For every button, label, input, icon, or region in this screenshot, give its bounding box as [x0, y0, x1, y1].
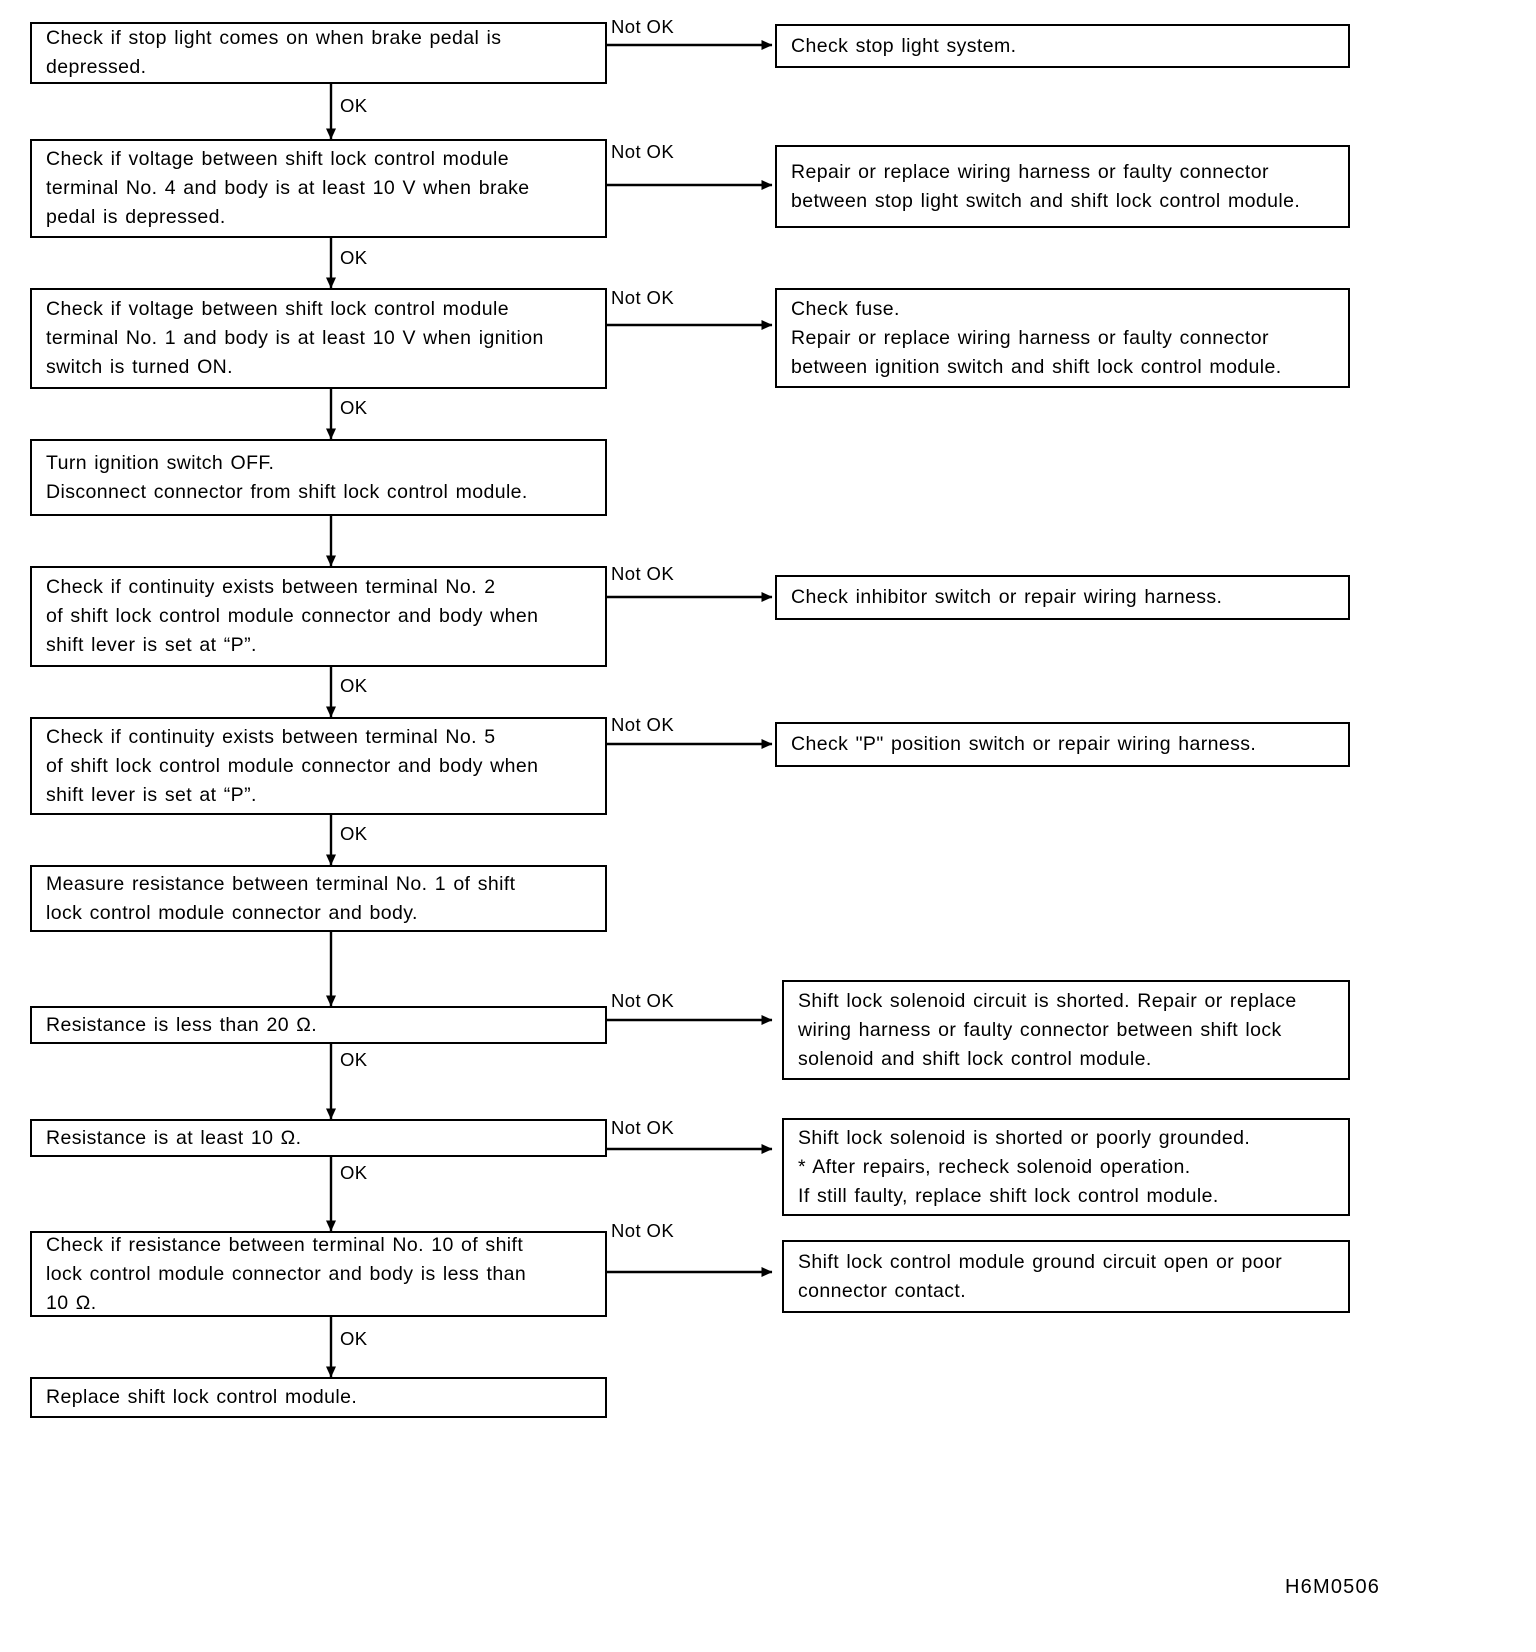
step-continuity-terminal-5-text: Check if continuity exists between termi…: [46, 725, 539, 806]
result-solenoid-shorted-grounded-text: Shift lock solenoid is shorted or poorly…: [798, 1126, 1251, 1207]
edge-label-not-ok-6: Not OK: [611, 990, 675, 1011]
step-resistance-at-least-10-text: Resistance is at least 10 Ω.: [46, 1126, 302, 1149]
result-solenoid-circuit-shorted: Shift lock solenoid circuit is shorted. …: [782, 980, 1350, 1080]
result-inhibitor-switch: Check inhibitor switch or repair wiring …: [775, 575, 1350, 620]
step-replace-module: Replace shift lock control module.: [30, 1377, 607, 1418]
edge-label-not-ok-4: Not OK: [611, 563, 675, 584]
edge-label-ok-4: OK: [340, 675, 368, 696]
edge-label-not-ok-2: Not OK: [611, 141, 675, 162]
step-voltage-terminal-4: Check if voltage between shift lock cont…: [30, 139, 607, 238]
result-stop-light-system: Check stop light system.: [775, 24, 1350, 68]
step-resistance-terminal-10-text: Check if resistance between terminal No.…: [46, 1233, 527, 1314]
step-resistance-less-than-20-text: Resistance is less than 20 Ω.: [46, 1013, 318, 1036]
step-continuity-terminal-2-text: Check if continuity exists between termi…: [46, 576, 539, 656]
result-p-position-switch-text: Check "P" position switch or repair wiri…: [791, 733, 1257, 755]
result-harness-stop-light-switch: Repair or replace wiring harness or faul…: [775, 145, 1350, 228]
step-voltage-terminal-1-text: Check if voltage between shift lock cont…: [46, 298, 544, 378]
result-check-fuse: Check fuse. Repair or replace wiring har…: [775, 288, 1350, 388]
step-measure-resistance-terminal-1-text: Measure resistance between terminal No. …: [46, 872, 516, 924]
step-stop-light: Check if stop light comes on when brake …: [30, 22, 607, 84]
edge-label-ok-8: OK: [340, 1328, 368, 1349]
step-stop-light-text: Check if stop light comes on when brake …: [46, 27, 502, 78]
edge-label-not-ok-1: Not OK: [611, 16, 675, 37]
edge-label-not-ok-8: Not OK: [611, 1220, 675, 1241]
result-ground-circuit-open: Shift lock control module ground circuit…: [782, 1240, 1350, 1313]
step-turn-ignition-off-text: Turn ignition switch OFF. Disconnect con…: [46, 451, 528, 503]
step-continuity-terminal-5: Check if continuity exists between termi…: [30, 717, 607, 815]
edge-label-ok-1: OK: [340, 95, 368, 116]
edge-label-ok-6: OK: [340, 1049, 368, 1070]
result-p-position-switch: Check "P" position switch or repair wiri…: [775, 722, 1350, 767]
edge-label-ok-3: OK: [340, 397, 368, 418]
edge-label-not-ok-7: Not OK: [611, 1117, 675, 1138]
figure-code: H6M0506: [1285, 1576, 1381, 1598]
step-resistance-less-than-20: Resistance is less than 20 Ω.: [30, 1006, 607, 1044]
step-continuity-terminal-2: Check if continuity exists between termi…: [30, 566, 607, 667]
step-voltage-terminal-4-text: Check if voltage between shift lock cont…: [46, 148, 530, 228]
step-replace-module-text: Replace shift lock control module.: [46, 1386, 358, 1408]
step-measure-resistance-terminal-1: Measure resistance between terminal No. …: [30, 865, 607, 932]
edge-label-ok-2: OK: [340, 247, 368, 268]
result-solenoid-circuit-shorted-text: Shift lock solenoid circuit is shorted. …: [798, 989, 1297, 1070]
edge-label-not-ok-3: Not OK: [611, 287, 675, 308]
result-ground-circuit-open-text: Shift lock control module ground circuit…: [798, 1250, 1283, 1302]
result-inhibitor-switch-text: Check inhibitor switch or repair wiring …: [791, 586, 1223, 608]
step-voltage-terminal-1: Check if voltage between shift lock cont…: [30, 288, 607, 389]
result-check-fuse-text: Check fuse. Repair or replace wiring har…: [791, 297, 1282, 378]
edge-label-ok-7: OK: [340, 1162, 368, 1183]
step-resistance-at-least-10: Resistance is at least 10 Ω.: [30, 1119, 607, 1157]
result-harness-stop-light-switch-text: Repair or replace wiring harness or faul…: [791, 160, 1301, 212]
step-turn-ignition-off: Turn ignition switch OFF. Disconnect con…: [30, 439, 607, 516]
edge-label-ok-5: OK: [340, 823, 368, 844]
result-stop-light-system-text: Check stop light system.: [791, 34, 1017, 57]
edge-label-not-ok-5: Not OK: [611, 714, 675, 735]
result-solenoid-shorted-grounded: Shift lock solenoid is shorted or poorly…: [782, 1118, 1350, 1216]
step-resistance-terminal-10: Check if resistance between terminal No.…: [30, 1231, 607, 1317]
